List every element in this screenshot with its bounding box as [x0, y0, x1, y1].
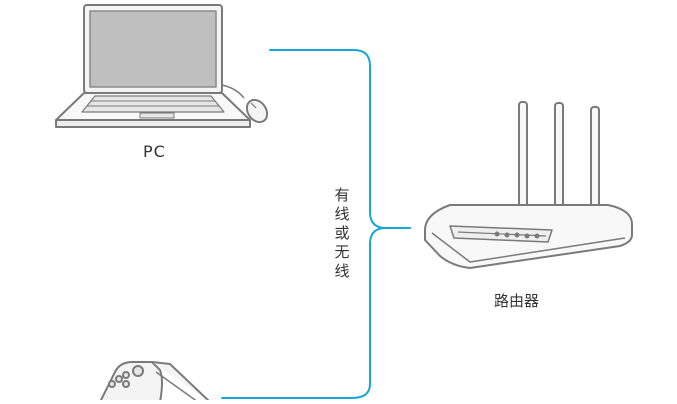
- game-console-icon: [99, 361, 211, 403]
- router-icon: [424, 101, 633, 269]
- router-label: 路由器: [494, 292, 540, 310]
- laptop-icon: [55, 4, 269, 128]
- connection-label: 有线或无线: [334, 186, 350, 280]
- pc-label: PC: [143, 142, 166, 161]
- connection-bracket: [221, 49, 411, 399]
